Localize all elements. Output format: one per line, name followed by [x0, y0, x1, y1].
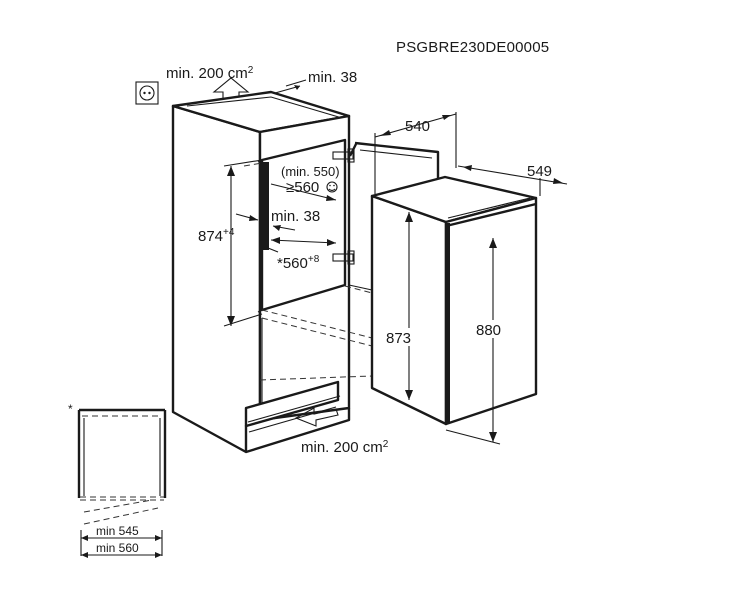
- label-plan-min-560: min 560: [96, 541, 139, 555]
- dim-niche-depth: [270, 183, 337, 201]
- label-plan-min-545: min 545: [96, 524, 139, 538]
- label-vent-top: min. 200 cm2: [166, 65, 254, 82]
- hinge-lower: [332, 250, 355, 265]
- smiley-icon: [326, 181, 338, 193]
- kitchen-cabinet: [171, 90, 351, 454]
- label-plan-star: *: [68, 402, 73, 416]
- dim-niche-height: [223, 159, 263, 327]
- dim-overall-height: [445, 238, 501, 445]
- label-niche-height: 874+4: [198, 227, 235, 245]
- label-door-clearance: (min. 550): [281, 164, 340, 179]
- label-appliance-height: 873: [386, 330, 411, 347]
- air-flow-arrow-bottom: [294, 407, 339, 427]
- label-overall-height: 880: [476, 322, 501, 339]
- dim-appliance-width: [374, 112, 457, 194]
- label-niche-width: *560+8: [277, 254, 320, 272]
- label-appliance-width: 540: [405, 118, 430, 135]
- label-gap-rear: min. 38: [271, 208, 320, 225]
- dim-appliance-depth: [457, 165, 568, 196]
- dim-plan-min-545: [80, 530, 163, 556]
- appliance: [370, 175, 538, 426]
- label-vent-bottom: min. 200 cm2: [301, 439, 389, 456]
- plan-view: [77, 408, 167, 525]
- projection-lines: [243, 162, 373, 381]
- dim-plan-min-560: [81, 552, 162, 558]
- label-niche-depth: ≥560: [286, 179, 319, 196]
- hinge-upper: [332, 148, 355, 163]
- power-socket-icon: [135, 81, 159, 105]
- label-gap-top: min. 38: [308, 69, 357, 86]
- dim-appliance-height: [405, 212, 413, 400]
- label-appliance-depth: 549: [527, 163, 552, 180]
- dim-niche-width: [267, 237, 337, 253]
- dim-gap-rear: [235, 213, 296, 234]
- document-code: PSGBRE230DE00005: [396, 39, 549, 56]
